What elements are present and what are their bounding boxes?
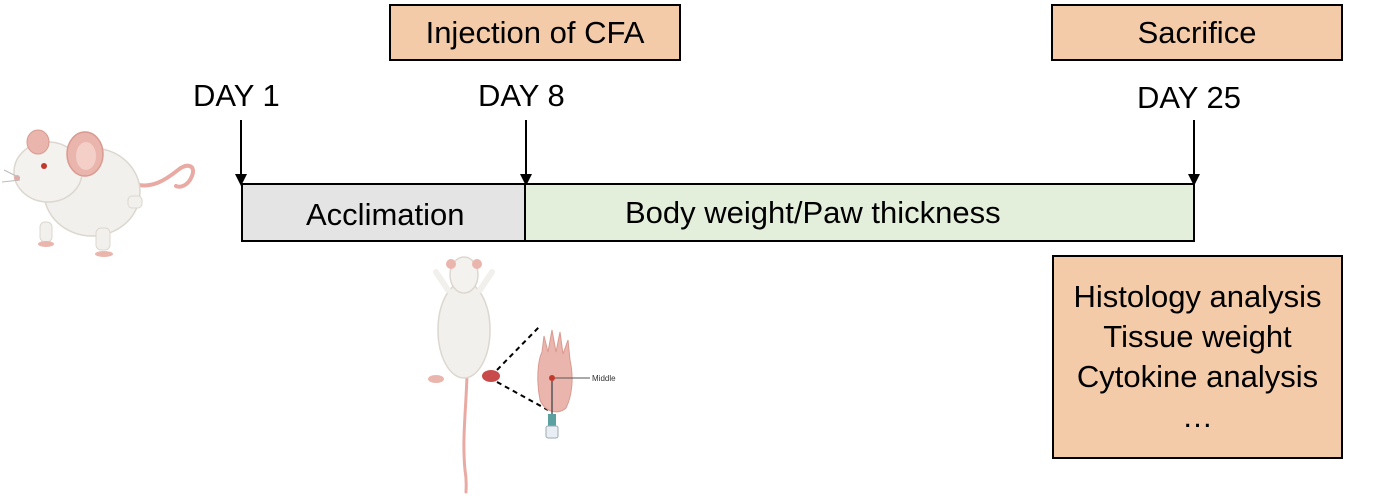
analyses-box: Histology analysis Tissue weight Cytokin… [1052, 255, 1343, 459]
rat-injection-illustration: Middle [428, 256, 616, 494]
sacrifice-box: Sacrifice [1051, 4, 1343, 61]
paw-label: Middle [592, 374, 616, 383]
measurement-bar [524, 183, 1195, 242]
analysis-item: … [1182, 399, 1213, 434]
acclimation-label: Acclimation [306, 197, 465, 232]
injection-box: Injection of CFA [389, 4, 681, 61]
analysis-item: Cytokine analysis [1076, 359, 1319, 394]
day1-label: DAY 1 [193, 78, 280, 113]
day1-arrow [235, 120, 247, 186]
day25-arrow [1188, 120, 1200, 186]
analysis-item: Histology analysis [1073, 279, 1322, 314]
day8-label: DAY 8 [478, 78, 565, 113]
acclimation-bar [241, 183, 526, 242]
injection-label: Injection of CFA [425, 14, 645, 50]
mouse-illustration [1, 129, 195, 257]
measurement-label: Body weight/Paw thickness [625, 195, 1001, 230]
analysis-item: Tissue weight [1103, 319, 1292, 354]
day25-label: DAY 25 [1137, 80, 1241, 115]
sacrifice-label: Sacrifice [1137, 14, 1257, 50]
day8-arrow [520, 120, 532, 186]
